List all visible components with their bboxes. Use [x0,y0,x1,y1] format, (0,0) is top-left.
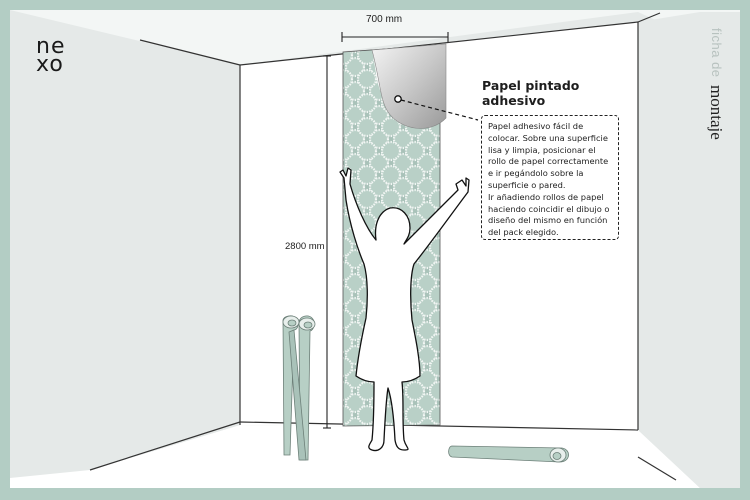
instructions-paragraph-2: Ir añadiendo rollos de papel haciendo co… [488,191,610,238]
height-label: 2800 mm [285,241,325,252]
width-label: 700 mm [366,14,403,25]
side-label-light: ficha de [709,28,724,78]
nexo-logo: ne xo [36,34,76,77]
height-dimension [323,55,331,429]
logo-line-1: ne [36,34,66,59]
product-title: Papel pintado adhesivo [482,78,579,108]
standing-rolls [282,315,316,461]
width-dimension [341,32,449,42]
product-title-line-2: adhesivo [482,93,546,108]
callout-dot [394,95,402,103]
product-title-line-1: Papel pintado [482,78,580,93]
side-label: ficha de montaje [706,28,726,140]
right-wall [638,12,740,488]
peeling-corner [371,43,447,129]
left-wall [10,10,240,478]
instructions-box: Papel adhesivo fácil de colocar. Sobre u… [481,115,619,240]
side-label-dark: montaje [707,85,726,141]
instructions-paragraph-1: Papel adhesivo fácil de colocar. Sobre u… [488,121,609,190]
lying-roll [448,445,569,463]
floor [10,425,700,488]
logo-line-2: xo [36,52,64,77]
callout-line [400,99,479,121]
person-silhouette [339,167,470,452]
